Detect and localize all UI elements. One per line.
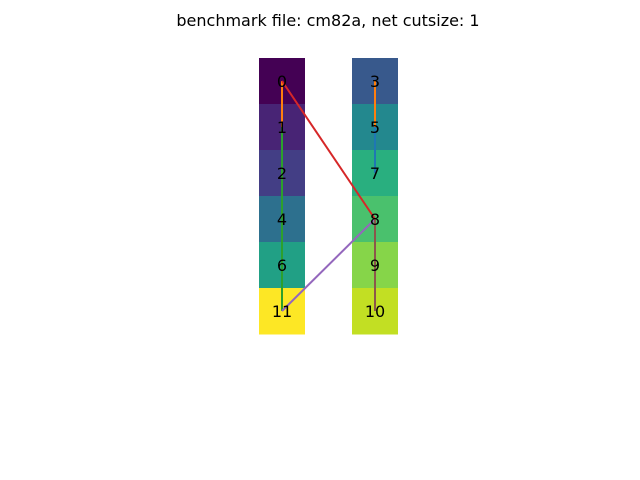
node-label-4: 4	[277, 210, 287, 229]
node-label-9: 9	[370, 256, 380, 275]
node-label-6: 6	[277, 256, 287, 275]
node-label-3: 3	[370, 72, 380, 91]
node-label-11: 11	[272, 302, 292, 321]
net-line-0-8	[281, 80, 376, 220]
node-label-2: 2	[277, 164, 287, 183]
diagram-title: benchmark file: cm82a, net cutsize: 1	[176, 11, 479, 30]
net-lines	[281, 80, 376, 312]
net-line-11-8	[281, 218, 376, 312]
node-labels: 0 1 2 4 6 11 3 5 7 8 9 10	[272, 72, 385, 321]
node-label-7: 7	[370, 164, 380, 183]
node-label-0: 0	[277, 72, 287, 91]
node-cells	[259, 58, 398, 335]
node-label-1: 1	[277, 118, 287, 137]
node-label-8: 8	[370, 210, 380, 229]
node-label-10: 10	[365, 302, 385, 321]
node-label-5: 5	[370, 118, 380, 137]
